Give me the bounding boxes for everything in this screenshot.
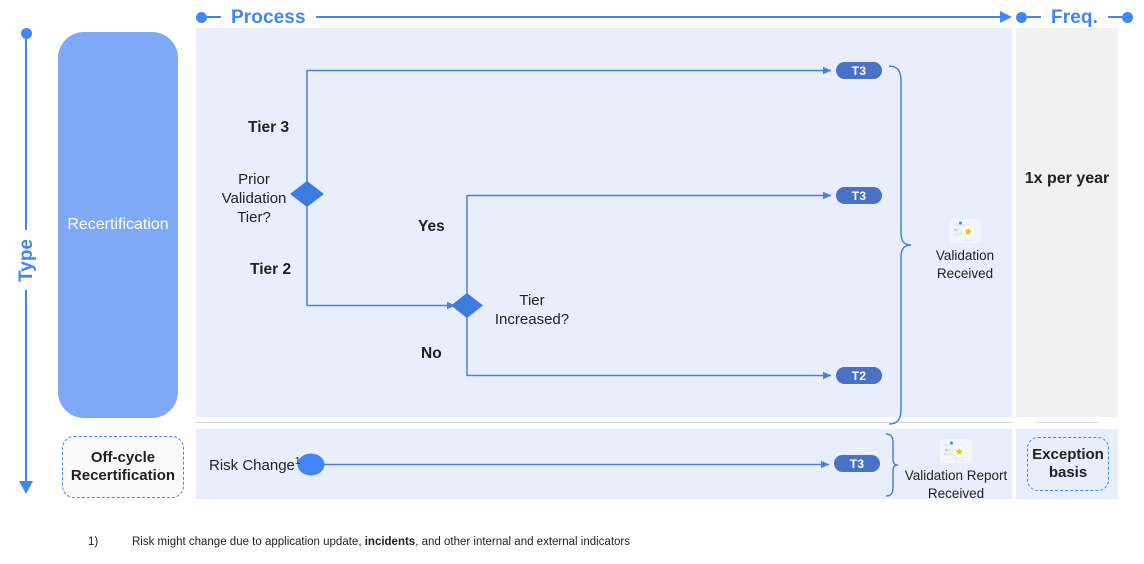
tier-pill-t3-offcycle[interactable]: T3 bbox=[834, 455, 880, 472]
type-axis-line-bottom bbox=[25, 290, 27, 481]
outcome-validation-report-received-label: Validation Report Received bbox=[904, 468, 1008, 501]
frequency-axis-label: Freq. bbox=[1051, 6, 1098, 28]
type-axis-start-dot bbox=[20, 28, 32, 39]
footnote-marker: 1) bbox=[88, 536, 99, 548]
process-axis-line-left bbox=[207, 16, 221, 18]
frequency-axis: Freq. bbox=[1016, 6, 1144, 28]
outcome-validation-report-received: Validation Report Received bbox=[892, 438, 1020, 502]
type-axis-line-top bbox=[25, 39, 27, 230]
frequency-axis-end-dot bbox=[1121, 11, 1133, 23]
start-label-risk-change-superscript: 1 bbox=[294, 456, 301, 467]
branch-label-yes: Yes bbox=[418, 218, 445, 235]
process-panel-offcycle bbox=[196, 429, 1012, 499]
outcome-validation-received-label: Validation Received bbox=[935, 248, 995, 281]
branch-label-tier2: Tier 2 bbox=[250, 261, 292, 278]
start-label-risk-change: Risk Change1 bbox=[209, 456, 300, 476]
footnote-text: Risk might change due to application upd… bbox=[132, 536, 630, 548]
type-axis-label: Type bbox=[15, 238, 37, 282]
type-card-recertification[interactable]: Recertification bbox=[58, 32, 178, 418]
frequency-value-offcycle[interactable]: Exception basis bbox=[1027, 437, 1109, 491]
footnote-text-after: , and other internal and external indica… bbox=[415, 536, 631, 548]
decision-label-prior-validation-tier: Prior Validation Tier? bbox=[221, 171, 287, 226]
frequency-value-main: 1x per year bbox=[1024, 170, 1110, 187]
process-axis-arrow-icon bbox=[1000, 11, 1012, 23]
type-card-offcycle-recertification[interactable]: Off-cycle Recertification bbox=[62, 436, 184, 498]
frequency-axis-line-left bbox=[1027, 16, 1041, 18]
type-axis: Type bbox=[14, 28, 38, 494]
type-axis-arrow-icon bbox=[19, 481, 33, 494]
frequency-panel-divider bbox=[1036, 421, 1098, 423]
tier-pill-t2-no[interactable]: T2 bbox=[836, 367, 882, 384]
process-panel-main bbox=[196, 28, 1012, 417]
type-card-offcycle-label: Off-cycle Recertification bbox=[70, 449, 176, 484]
frequency-axis-line-right bbox=[1107, 16, 1122, 18]
footnote: 1) Risk might change due to application … bbox=[88, 536, 630, 548]
type-card-recertification-label: Recertification bbox=[67, 216, 169, 233]
frequency-value-offcycle-label: Exception basis bbox=[1032, 446, 1104, 481]
tier-pill-t3-top[interactable]: T3 bbox=[836, 62, 882, 79]
branch-label-no: No bbox=[421, 345, 442, 362]
outcome-validation-received: Validation Received bbox=[912, 218, 1018, 282]
process-axis-start-dot bbox=[196, 11, 207, 23]
start-label-risk-change-text: Risk Change bbox=[209, 457, 295, 474]
process-panel-divider bbox=[196, 421, 1012, 423]
footnote-text-before: Risk might change due to application upd… bbox=[132, 536, 365, 548]
decision-label-tier-increased: Tier Increased? bbox=[494, 292, 570, 328]
frequency-panel-main bbox=[1016, 28, 1118, 417]
process-axis: Process bbox=[196, 6, 1012, 28]
process-axis-label: Process bbox=[231, 6, 306, 28]
validation-badge-icon bbox=[940, 439, 972, 463]
process-axis-line-right bbox=[315, 16, 1000, 18]
branch-label-tier3: Tier 3 bbox=[248, 119, 290, 136]
frequency-axis-start-dot bbox=[1016, 11, 1027, 23]
tier-pill-t3-yes[interactable]: T3 bbox=[836, 187, 882, 204]
footnote-text-bold: incidents bbox=[364, 536, 416, 548]
validation-badge-icon bbox=[949, 219, 981, 243]
